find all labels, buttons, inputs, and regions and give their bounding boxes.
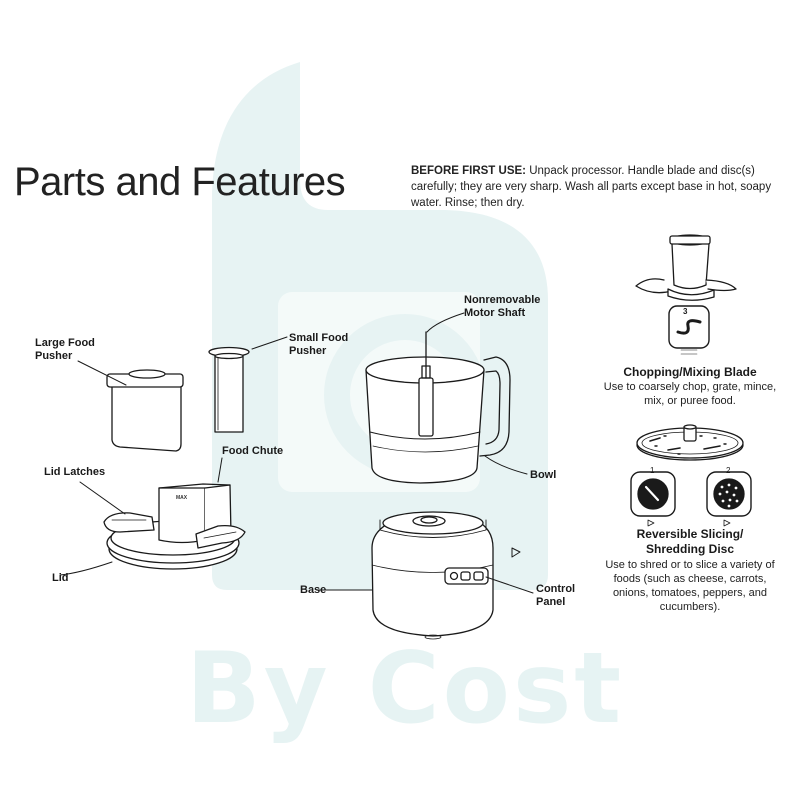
label-small-food-pusher: Small Food Pusher (289, 332, 348, 358)
label-lid-latches: Lid Latches (44, 466, 105, 479)
label-nonremovable-motor-shaft: Nonremovable Motor Shaft (464, 294, 540, 320)
disc-title: Reversible Slicing/ Shredding Disc (600, 527, 780, 557)
label-bowl: Bowl (530, 469, 556, 482)
blade-step-number: 3 (683, 307, 687, 316)
blade-insertion-icon (669, 306, 709, 354)
blade-title: Chopping/Mixing Blade (600, 365, 780, 380)
chute-max-marking: MAX (176, 495, 187, 501)
disc-side-1-number: 1 (650, 466, 654, 475)
before-first-use-note: BEFORE FIRST USE: Unpack processor. Hand… (411, 163, 793, 211)
blade-description: Use to coarsely chop, grate, mince, mix,… (600, 380, 780, 408)
base-illustration (372, 512, 520, 639)
large-food-pusher-illustration (107, 370, 183, 451)
label-food-chute: Food Chute (222, 445, 283, 458)
before-first-use-heading: BEFORE FIRST USE: (411, 165, 526, 177)
slicing-side-icon (631, 472, 675, 526)
page-title: Parts and Features (14, 160, 345, 205)
slicing-disc-illustration (637, 425, 743, 460)
label-lid: Lid (52, 572, 69, 585)
shredding-side-icon (707, 472, 751, 526)
disc-description: Use to shred or to slice a variety of fo… (598, 558, 782, 614)
chopping-blade-illustration (636, 235, 736, 300)
control-panel-illustration (445, 568, 488, 584)
lid-illustration (104, 484, 245, 569)
label-control-panel: Control Panel (536, 583, 575, 609)
small-food-pusher-illustration (209, 348, 249, 433)
label-large-food-pusher: Large Food Pusher (35, 337, 95, 363)
bowl-illustration (366, 332, 510, 483)
disc-side-2-number: 2 (726, 466, 730, 475)
label-base: Base (300, 584, 326, 597)
